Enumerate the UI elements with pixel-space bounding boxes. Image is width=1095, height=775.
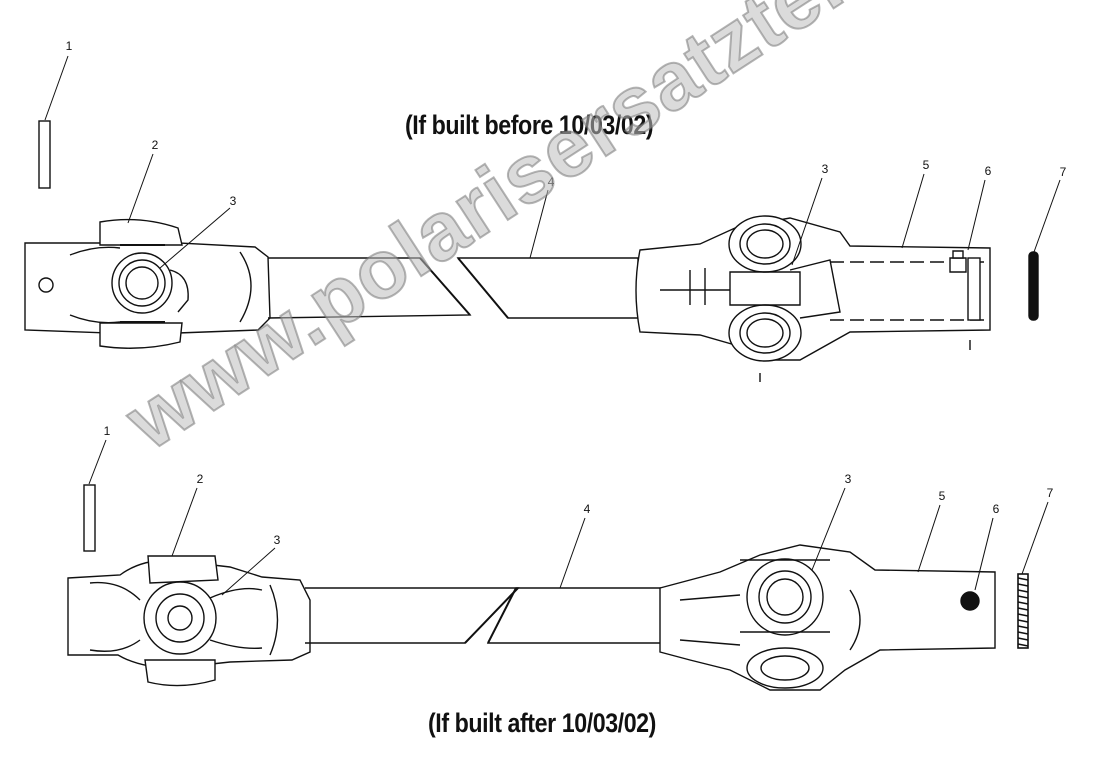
bottom-assembly [67,439,1049,691]
bottom-part-3-rear-cross-bearing [740,558,830,689]
top-part-1-roll-pin [38,120,51,189]
bottom-callout-6: 6 [992,502,1000,516]
top-part-7-spring [1028,251,1039,321]
bottom-part-1-roll-pin [83,484,96,552]
bottom-part-3-front-cross-bearing [143,581,263,655]
bottom-callout-1: 1 [103,424,111,438]
bottom-leader-lines [88,439,1049,596]
bottom-callout-5: 5 [938,489,946,503]
caption-built-before: (If built before 10/03/02) [405,110,654,140]
top-callout-3-rear: 3 [821,162,829,176]
top-callout-5: 5 [922,158,930,172]
top-callout-6: 6 [984,164,992,178]
top-callout-2: 2 [151,138,159,152]
top-part-6-grease-fitting [949,250,981,321]
top-part-5-rear-yoke [635,217,991,382]
bottom-part-5-rear-yoke [659,544,996,691]
bottom-callout-4: 4 [583,502,591,516]
top-part-3-front-cross-bearing [111,244,189,323]
top-callout-7: 7 [1059,165,1067,179]
top-callout-3-front: 3 [229,194,237,208]
top-part-3-rear-cross-bearings [660,215,802,362]
caption-built-after: (If built after 10/03/02) [428,708,656,738]
bottom-part-4-tube [305,587,663,644]
bottom-callout-7: 7 [1046,486,1054,500]
bottom-callout-2: 2 [196,472,204,486]
top-leader-lines [44,55,1061,269]
top-assembly [24,55,1061,382]
top-part-4-tube [267,257,639,319]
bottom-part-7-spring [1017,573,1029,649]
bottom-callout-3-rear: 3 [844,472,852,486]
top-callout-1: 1 [65,39,73,53]
top-callout-4: 4 [547,175,555,189]
bottom-part-6-grease-fitting [960,591,980,611]
bottom-callout-3-front: 3 [273,533,281,547]
